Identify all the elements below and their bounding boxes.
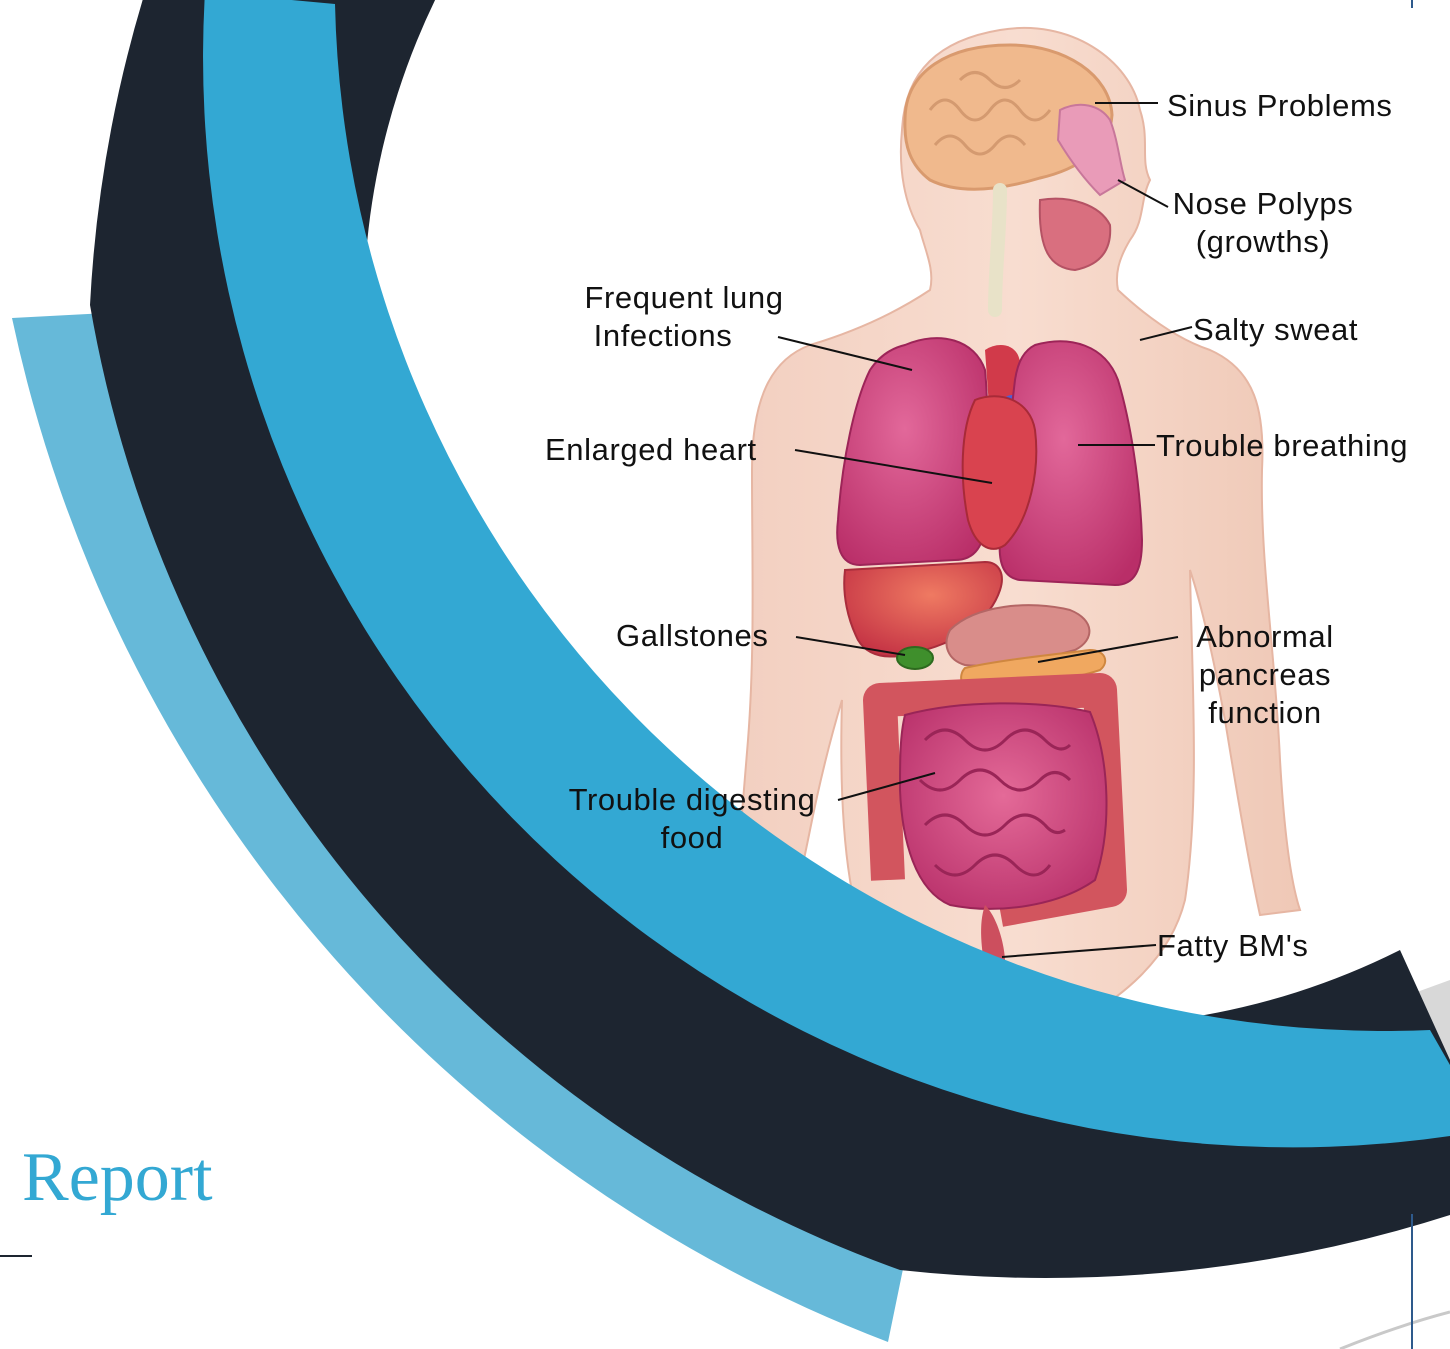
label-fatty-bms: Fatty BM's xyxy=(1157,927,1308,965)
label-nose-line2: (growths) xyxy=(1168,223,1358,261)
label-salty-sweat: Salty sweat xyxy=(1193,311,1358,349)
gallbladder xyxy=(897,647,933,669)
label-frequent-lung-infections: Frequent lung Infections xyxy=(560,279,808,355)
slide-title: Report xyxy=(22,1138,213,1218)
label-sinus-problems: Sinus Problems xyxy=(1167,87,1393,125)
spine xyxy=(995,190,1000,310)
label-gallstones: Gallstones xyxy=(616,617,768,655)
label-nose-line1: Nose Polyps xyxy=(1168,185,1358,223)
label-pancreas-line1: Abnormal xyxy=(1175,618,1355,656)
label-trouble-digesting-food: Trouble digesting food xyxy=(546,781,838,857)
right-rule-bottom xyxy=(1411,1214,1413,1349)
label-lung-line1: Frequent lung xyxy=(560,279,808,317)
background-swoosh-lower xyxy=(1340,1312,1450,1349)
label-nose-polyps: Nose Polyps (growths) xyxy=(1168,185,1358,261)
label-digest-line2: food xyxy=(546,819,838,857)
right-rule-top xyxy=(1411,0,1413,8)
label-enlarged-heart: Enlarged heart xyxy=(545,431,757,469)
title-underline xyxy=(0,1255,32,1257)
label-lung-line2: Infections xyxy=(560,317,808,355)
label-digest-line1: Trouble digesting xyxy=(546,781,838,819)
label-trouble-breathing: Trouble breathing xyxy=(1156,427,1408,465)
label-abnormal-pancreas-function: Abnormal pancreas function xyxy=(1175,618,1355,732)
label-pancreas-line2: pancreas xyxy=(1175,656,1355,694)
label-pancreas-line3: function xyxy=(1175,694,1355,732)
